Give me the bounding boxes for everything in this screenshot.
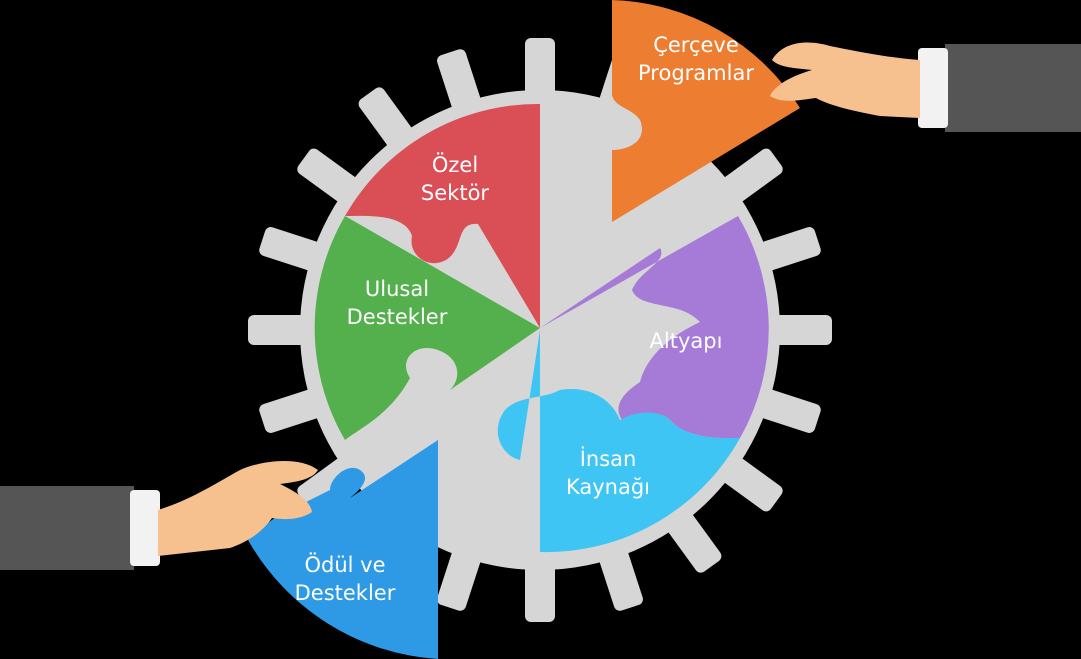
label-ulusal-line2: Destekler xyxy=(347,305,448,329)
puzzle-piece-cerceve-programlar xyxy=(612,0,800,222)
label-insan-line2: Kaynağı xyxy=(566,475,650,499)
label-ulusal-line1: Ulusal xyxy=(365,277,429,301)
label-altyapi: Altyapı xyxy=(650,329,723,353)
puzzle-piece-ulusal-destekler xyxy=(314,216,540,440)
label-odul-line1: Ödül ve xyxy=(304,552,385,577)
hand-icon xyxy=(0,460,318,570)
label-ozel-line1: Özel xyxy=(432,152,478,177)
label-ozel-line2: Sektör xyxy=(421,181,489,205)
hand-icon xyxy=(770,42,1081,132)
label-cerceve-line1: Çerçeve xyxy=(653,33,739,57)
label-cerceve-line2: Programlar xyxy=(638,61,754,85)
puzzle-piece-altyapi xyxy=(540,216,769,439)
label-odul-line2: Destekler xyxy=(295,581,396,605)
label-insan-line1: İnsan xyxy=(580,446,637,471)
puzzle-piece-ozel-sektor xyxy=(345,103,540,328)
puzzle-piece-insan-kaynagi xyxy=(497,330,740,553)
puzzle-piece-odul-destekler xyxy=(248,440,438,659)
